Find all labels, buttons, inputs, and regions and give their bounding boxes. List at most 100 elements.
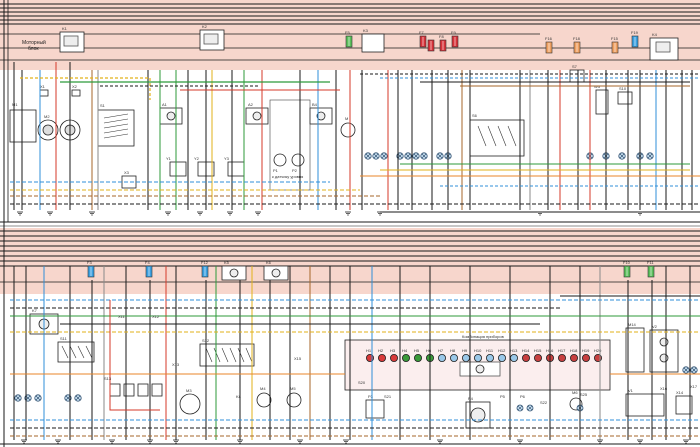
switch-icon (109, 383, 121, 397)
motor-m3-label: M3 (186, 388, 192, 393)
gauge-p6-label: P6 (520, 394, 526, 399)
switch-s20-label: S20 (358, 380, 366, 385)
warning-light-label: H20 (594, 348, 602, 353)
connector-x1-label: X1 (40, 84, 46, 89)
connector-x2-label: X2 (72, 84, 78, 89)
warning-light-icon (497, 353, 506, 362)
switch-contact (221, 347, 229, 363)
connector-x14-label: X14 (676, 390, 684, 395)
relay-coil (655, 41, 671, 53)
relay-k5-icon (229, 268, 239, 278)
switch-s22-label: S22 (540, 400, 548, 405)
fuse-label: F7 (419, 30, 424, 35)
alternator-core (42, 124, 54, 136)
coil-winding (103, 118, 129, 124)
module-b4-label: B4 (312, 102, 318, 107)
warning-light-label: H1 (366, 348, 372, 353)
lamp-cross (397, 153, 403, 159)
switch-s7 (569, 69, 585, 83)
switch-s10-label: S10 (619, 86, 627, 91)
coil-winding (103, 133, 129, 139)
warning-light-label: H15 (534, 348, 542, 353)
switch-contact (237, 347, 245, 363)
module-icon (659, 337, 669, 347)
warning-light-label: H14 (522, 348, 530, 353)
switch-icon (137, 383, 149, 397)
warning-light-icon (485, 353, 494, 362)
top-bus-band (0, 0, 700, 70)
fuse-label: F8 (439, 34, 444, 39)
switch-y1 (169, 161, 187, 177)
switch-contact (69, 345, 77, 359)
relay-k6-icon (271, 268, 281, 278)
warning-light-label: H12 (498, 348, 506, 353)
switch-block-s6 (469, 119, 525, 157)
fuse-label: F12 (201, 260, 209, 265)
warning-light-icon (401, 353, 410, 362)
module-v1-label: V1 (628, 388, 634, 393)
fuse-label: F3 (87, 260, 92, 265)
warning-light-icon (389, 353, 398, 362)
switch-s7-label: S7 (572, 64, 578, 69)
switch-icon (151, 383, 163, 397)
switch-contact (477, 125, 487, 147)
instrument-cluster-label: Комбинация приборов (462, 334, 504, 339)
fuse-label: F5 (345, 30, 350, 35)
switch-contact (507, 125, 517, 147)
warning-light-icon (534, 353, 543, 362)
lamp-cross (365, 153, 371, 159)
gauge-p2 (291, 153, 305, 167)
connector-x14 (675, 395, 693, 415)
switch-block-s6-label: S6 (472, 113, 478, 118)
fuse-label: F9 (451, 30, 456, 35)
module-b4-icon (316, 111, 326, 121)
switch-s25-label: S25 (580, 392, 588, 397)
module-a2-label: A2 (248, 102, 254, 107)
warning-light-label: H4 (402, 348, 408, 353)
connector-x16-label: X16 (660, 386, 668, 391)
lamp-cross (75, 395, 81, 401)
lamp-cross (421, 153, 427, 159)
alternator-label: M2 (44, 114, 50, 119)
module-a1-label: A1 (162, 102, 168, 107)
motor-m4-label: M4 (260, 386, 266, 391)
fuse-label: F18 (573, 36, 581, 41)
switch-contact (205, 347, 213, 363)
connector-x17-label: X17 (690, 384, 698, 389)
module-a2-icon (252, 111, 262, 121)
connector-x13-label: X13 (172, 362, 180, 367)
battery-label: M1 (12, 102, 18, 107)
switch-s10 (617, 91, 633, 105)
warning-light-label: H18 (570, 348, 578, 353)
gauge-p4-label: P4 (468, 396, 474, 401)
warning-light-icon (558, 353, 567, 362)
switch-block-s12 (199, 343, 255, 367)
warning-light-label: H11 (486, 348, 494, 353)
lamp-cross (437, 153, 443, 159)
lamp-cross (35, 395, 41, 401)
relay-k5-label: K5 (224, 260, 230, 265)
module-v2 (649, 329, 679, 373)
warning-light-label: H7 (438, 348, 444, 353)
lamp-cross (15, 395, 21, 401)
warning-light-label: H17 (558, 348, 566, 353)
lamp-cross (65, 395, 71, 401)
lamp-cross (413, 153, 419, 159)
connector-x1 (39, 89, 49, 97)
warning-light-icon (473, 353, 482, 362)
warning-light-icon (582, 353, 591, 362)
motor-label: M (345, 116, 348, 121)
switch-s11-label: S11 (60, 336, 68, 341)
warning-light-label: H10 (474, 348, 482, 353)
sensor-note: к датчику уровня (272, 174, 303, 179)
gauge-p5-label: P5 (500, 394, 506, 399)
relay-k4-label: K4 (652, 32, 658, 37)
module-v2-label: V2 (652, 324, 658, 329)
warning-light-label: H2 (378, 348, 384, 353)
warning-light-label: H19 (582, 348, 590, 353)
module-a1-icon (166, 111, 176, 121)
lamp-cross (683, 367, 689, 373)
warning-light-icon (365, 353, 374, 362)
